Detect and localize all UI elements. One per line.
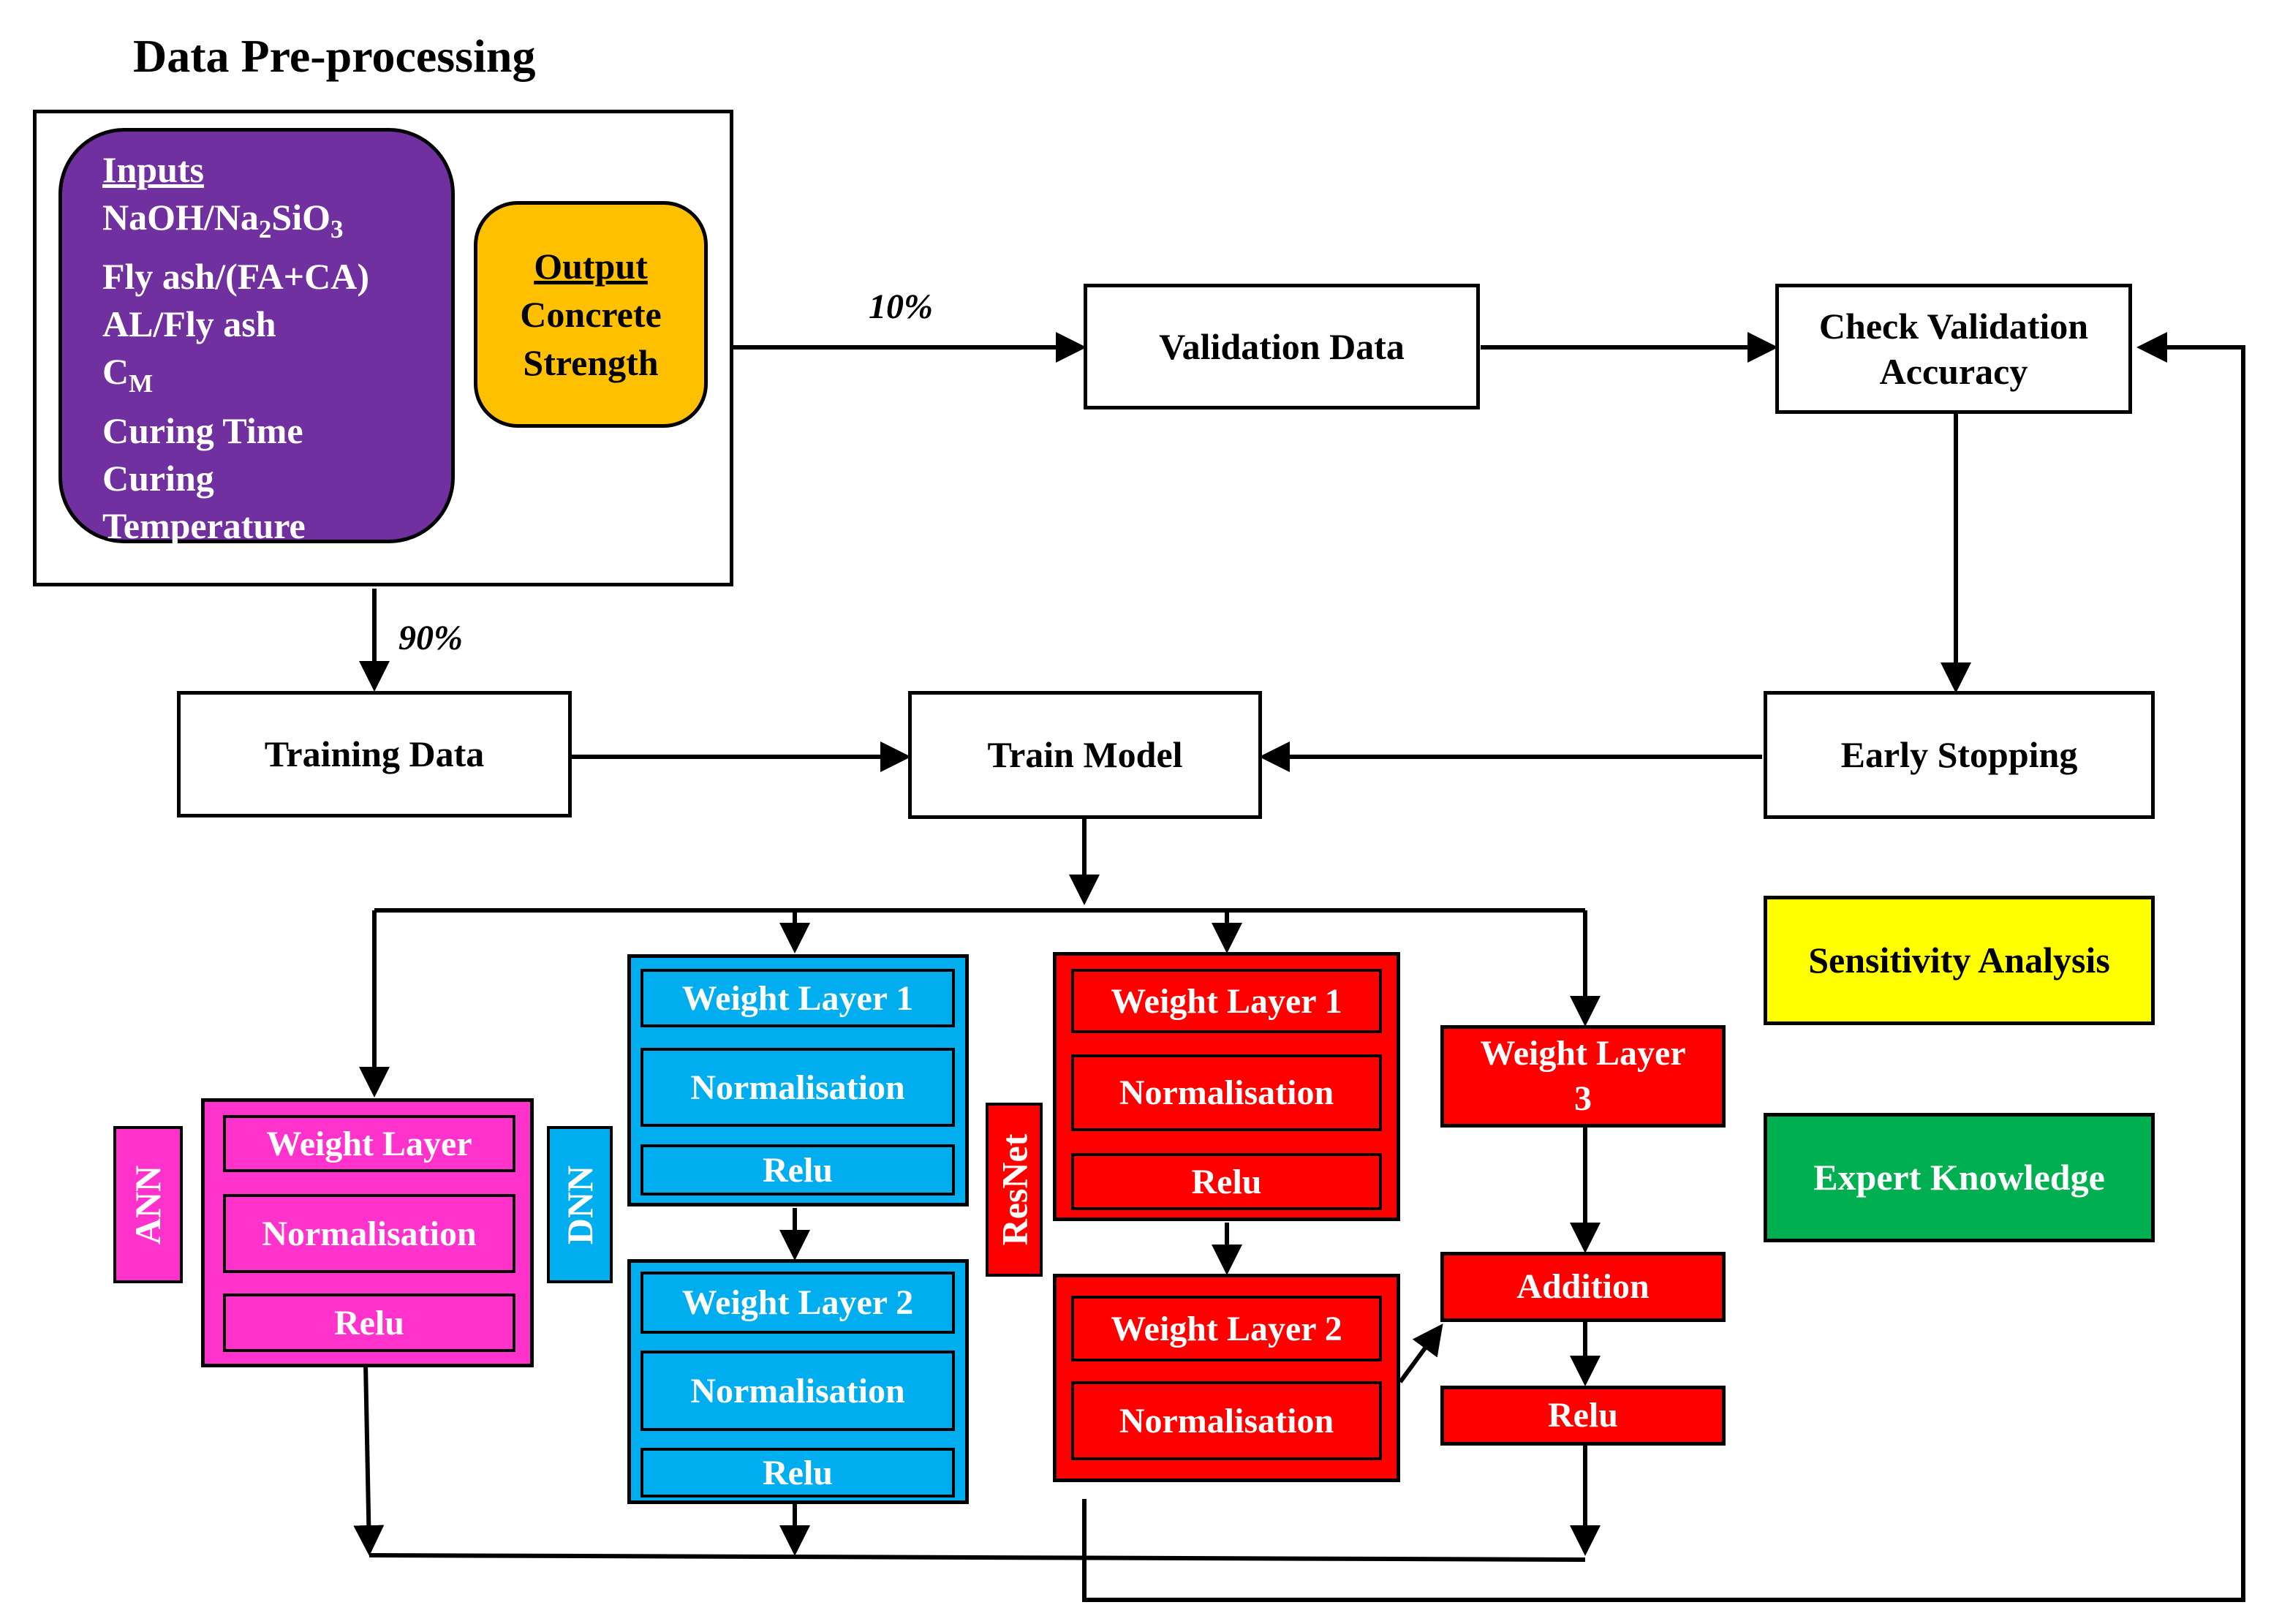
training-data-box: Training Data <box>177 691 572 817</box>
feedback-loop <box>1082 332 2245 1602</box>
resnet-block-1: Weight Layer 1 Normalisation Relu <box>1053 952 1400 1221</box>
dnn-weight-layer-2: Weight Layer 2 <box>641 1272 955 1334</box>
weight-layer-3-line-1: Weight Layer <box>1480 1033 1686 1073</box>
resnet-weight-layer-1: Weight Layer 1 <box>1071 969 1382 1033</box>
ann-tag: ANN <box>113 1126 183 1283</box>
output-line-1: Concrete <box>520 294 662 335</box>
input-fly-ash: Fly ash/(FA+CA) <box>102 256 370 297</box>
dnn-block-1: Weight Layer 1 Normalisation Relu <box>627 954 969 1206</box>
check-validation-line-1: Check Validation <box>1818 305 2089 347</box>
arrow-ann-out <box>353 1363 385 1556</box>
resnet-addition: Addition <box>1440 1252 1726 1322</box>
sensitivity-analysis-box: Sensitivity Analysis <box>1764 896 2155 1025</box>
input-curing: Curing <box>102 458 214 499</box>
ann-weight-layer: Weight Layer <box>223 1115 515 1172</box>
resnet-block-2: Weight Layer 2 Normalisation <box>1053 1274 1400 1482</box>
validation-split-label: 10% <box>869 287 933 326</box>
resnet-normalisation-2: Normalisation <box>1071 1381 1382 1460</box>
ann-normalisation: Normalisation <box>223 1194 515 1273</box>
train-model-box: Train Model <box>908 691 1262 819</box>
dnn-relu-1: Relu <box>641 1144 955 1196</box>
weight-layer-3-line-2: 3 <box>1574 1079 1592 1118</box>
model-bus-bottom <box>369 1553 1586 1562</box>
inputs-box: Inputs NaOH/Na2SiO3 Fly ash/(FA+CA) AL/F… <box>58 128 455 546</box>
input-al-fly-ash: AL/Fly ash <box>102 303 276 344</box>
dnn-relu-2: Relu <box>641 1448 955 1498</box>
training-split-label: 90% <box>398 619 463 657</box>
resnet-tag: ResNet <box>986 1103 1043 1277</box>
resnet-normalisation-1: Normalisation <box>1071 1054 1382 1131</box>
input-cm: CM <box>102 351 154 398</box>
dnn-block-2: Weight Layer 2 Normalisation Relu <box>627 1259 969 1504</box>
dnn-normalisation-2: Normalisation <box>641 1351 955 1431</box>
input-naoh-ratio: NaOH/Na2SiO3 <box>102 197 344 243</box>
check-validation-line-2: Accuracy <box>1879 351 2028 392</box>
early-stopping-box: Early Stopping <box>1764 691 2155 819</box>
inputs-heading: Inputs <box>102 149 204 190</box>
output-heading: Output <box>534 246 648 287</box>
ann-block: Weight Layer Normalisation Relu <box>201 1098 534 1367</box>
dnn-tag: DNN <box>547 1126 613 1283</box>
resnet-weight-layer-3: Weight Layer 3 <box>1440 1025 1726 1128</box>
output-box: Output Concrete Strength <box>474 201 708 428</box>
dnn-weight-layer-1: Weight Layer 1 <box>641 969 955 1027</box>
output-line-2: Strength <box>523 342 659 383</box>
resnet-weight-layer-2: Weight Layer 2 <box>1071 1296 1382 1361</box>
page-title: Data Pre-processing <box>133 30 536 82</box>
resnet-relu-1: Relu <box>1071 1153 1382 1210</box>
ann-relu: Relu <box>223 1293 515 1352</box>
arrow-resnet-to-addition <box>1398 1323 1443 1383</box>
input-temperature: Temperature <box>102 505 306 546</box>
input-curing-time: Curing Time <box>102 410 303 451</box>
validation-data-box: Validation Data <box>1084 284 1480 409</box>
dnn-normalisation-1: Normalisation <box>641 1048 955 1127</box>
expert-knowledge-box: Expert Knowledge <box>1764 1113 2155 1242</box>
check-validation-box: Check Validation Accuracy <box>1775 284 2132 414</box>
resnet-relu-out: Relu <box>1440 1386 1726 1446</box>
